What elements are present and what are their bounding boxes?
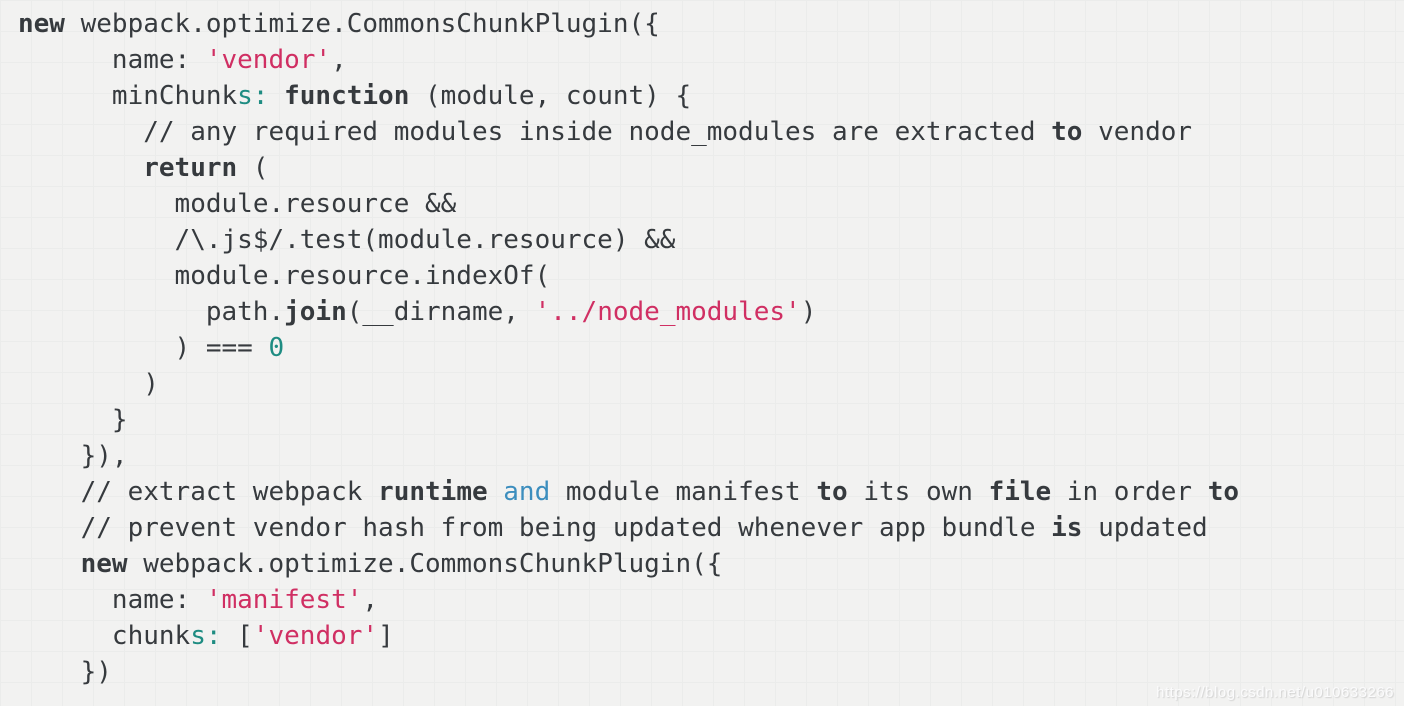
code-token: ) === [174,333,269,363]
code-token: // extract webpack [80,477,379,507]
code-token: 'vendor' [205,45,332,75]
code-line: ) [18,366,1404,402]
code-line: // any required modules inside node_modu… [18,114,1404,150]
code-indent [18,117,143,147]
code-token: 'vendor' [252,621,379,651]
code-token: chunk [111,621,191,651]
code-indent [18,657,81,687]
code-indent [18,225,175,255]
code-token: module.resource && [174,189,457,219]
code-indent [18,189,175,219]
code-token: to [1051,117,1083,147]
code-token: webpack.optimize.CommonsChunkPlugin({ [127,549,723,579]
code-line: // prevent vendor hash from being update… [18,510,1404,546]
code-token: module manifest [550,477,817,507]
code-token: (module, count) { [409,81,692,111]
code-token: new [18,9,65,39]
code-token: its own [847,477,989,507]
code-token: is [1051,513,1083,543]
csdn-watermark: https://blog.csdn.net/u010633266 [1156,684,1394,701]
code-token: module.resource.indexOf( [174,261,551,291]
code-line: chunks: ['vendor'] [18,618,1404,654]
code-token: and [503,477,551,507]
code-indent [18,477,81,507]
code-indent [18,549,81,579]
code-token [268,81,284,111]
code-line: module.resource.indexOf( [18,258,1404,294]
code-line: ) === 0 [18,330,1404,366]
code-line: return ( [18,150,1404,186]
code-token: , [362,585,379,615]
code-token: join [284,297,347,327]
code-token: vendor [1082,117,1193,147]
code-line: /\.js$/.test(module.resource) && [18,222,1404,258]
code-token: file [988,477,1052,507]
code-token: '../node_modules' [534,297,801,327]
code-indent [18,261,175,291]
code-indent [18,621,112,651]
code-line: }) [18,654,1404,690]
code-token: name: [111,585,206,615]
code-token: 0 [268,333,285,363]
code-token: // prevent vendor hash from being update… [80,513,1052,543]
code-line: name: 'manifest', [18,582,1404,618]
code-token: function [284,81,410,111]
code-indent [18,333,175,363]
code-line: name: 'vendor', [18,42,1404,78]
code-token: ) [800,297,817,327]
code-token: ( [237,153,269,183]
code-line: new webpack.optimize.CommonsChunkPlugin(… [18,6,1404,42]
code-line: new webpack.optimize.CommonsChunkPlugin(… [18,546,1404,582]
code-indent [18,369,143,399]
code-token: to [816,477,848,507]
code-indent [18,405,112,435]
code-token: }) [80,657,112,687]
code-indent [18,513,81,543]
code-token [488,477,504,507]
code-block: new webpack.optimize.CommonsChunkPlugin(… [18,6,1404,690]
code-token: new [80,549,128,579]
code-token: ] [378,621,394,651]
code-indent [18,153,143,183]
code-token: /\.js$/.test(module.resource) && [174,225,676,255]
code-token: webpack.optimize.CommonsChunkPlugin({ [64,9,660,39]
code-indent [18,441,81,471]
code-line: minChunks: function (module, count) { [18,78,1404,114]
code-indent [18,297,206,327]
code-token: } [111,405,128,435]
code-token: , [331,45,347,75]
code-token: to [1207,477,1240,507]
code-indent [18,45,112,75]
code-token: s: [237,81,269,111]
code-token: }), [80,441,128,471]
code-line: // extract webpack runtime and module ma… [18,474,1404,510]
code-token: [ [221,621,253,651]
code-token: path. [205,297,285,327]
code-token: name: [111,45,206,75]
code-token: runtime [378,477,488,507]
code-token: updated [1082,513,1208,543]
code-token: 'manifest' [205,585,363,615]
code-token: ) [143,369,159,399]
code-line: } [18,402,1404,438]
code-line: }), [18,438,1404,474]
code-line: path.join(__dirname, '../node_modules') [18,294,1404,330]
code-indent [18,81,112,111]
code-token: (__dirname, [346,297,535,327]
code-token: // any required modules inside node_modu… [143,117,1052,147]
code-token: minChunk [111,81,238,111]
code-token: return [143,153,238,183]
code-token: s: [190,621,222,651]
code-token: in order [1051,477,1208,507]
code-line: module.resource && [18,186,1404,222]
code-indent [18,585,112,615]
